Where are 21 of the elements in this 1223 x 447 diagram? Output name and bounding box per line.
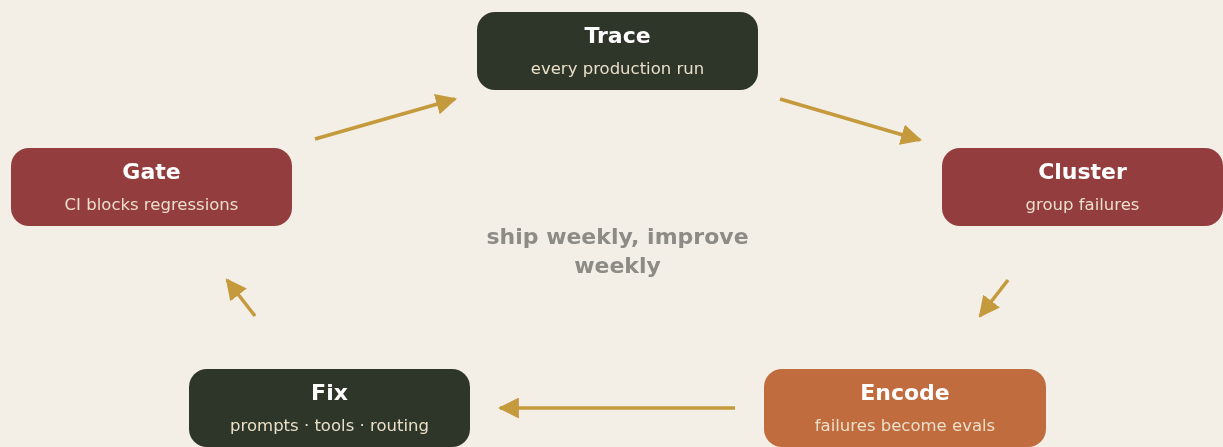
arrow (497, 397, 735, 419)
node-subtitle: prompts · tools · routing (230, 416, 429, 436)
node-title: Gate (122, 159, 181, 185)
node-subtitle: CI blocks regressions (64, 195, 239, 215)
process-box (189, 369, 470, 447)
node-title: Encode (860, 380, 950, 406)
arrow (779, 97, 922, 145)
arrow (978, 278, 1010, 318)
arrow (225, 278, 257, 318)
process-box (764, 369, 1046, 447)
node-title: Fix (311, 380, 348, 406)
arrow (314, 94, 457, 141)
process-box (11, 148, 292, 226)
node-subtitle: every production run (530, 59, 705, 79)
node-subtitle: group failures (1025, 195, 1140, 215)
process-box (942, 148, 1223, 226)
node-subtitle: failures become evals (814, 416, 996, 436)
center-note: ship weekly, improve weekly (485, 223, 750, 280)
node-title: Cluster (1038, 159, 1127, 185)
process-box (477, 12, 758, 90)
node-title: Trace (584, 23, 651, 49)
